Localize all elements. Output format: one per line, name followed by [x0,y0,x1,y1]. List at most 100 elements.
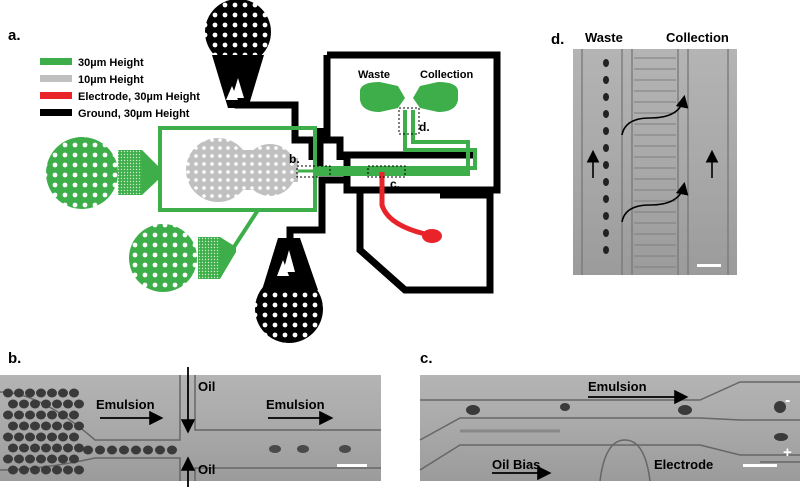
droplet [63,465,73,475]
droplet [52,421,62,431]
legend-swatch-red [40,92,72,99]
label-emulsion-c: Emulsion [588,379,647,394]
droplet [167,445,177,455]
gray-structure [186,138,298,202]
left-green-reservoir [46,137,160,209]
droplet [74,399,84,409]
pillar-ladder [634,57,676,268]
label-minus: - [785,392,790,409]
legend: 30µm Height 10µm Height Electrode, 30µm … [40,57,200,120]
droplet [83,445,93,455]
gray-neck [218,150,270,190]
droplets-b [3,388,177,475]
ground-loop-lower [356,190,494,294]
panel-b: b. Emulsion Oil Emulsion Oil [0,350,381,487]
droplet [41,421,51,431]
droplet [58,432,68,442]
droplet [63,443,73,453]
droplet [36,410,46,420]
green-waste-channel [315,110,470,176]
ground-box-left [323,55,344,160]
droplet [41,465,51,475]
droplet [30,399,40,409]
droplet [19,443,29,453]
droplet [95,445,105,455]
inset-box-b [296,165,331,178]
droplet [25,432,35,442]
flow-arrows-c [492,389,689,481]
droplet [107,445,117,455]
pillar-dot [603,76,609,84]
droplet [58,454,68,464]
lower-reservoir-filter [198,237,220,279]
pillar-dot [603,127,609,135]
bottom-funnel-tri-2 [277,260,289,276]
droplet [52,399,62,409]
droplet [19,465,29,475]
droplet [30,443,40,453]
panel-a-label: a. [8,27,21,44]
label-emulsion-left: Emulsion [96,397,155,412]
top-reservoir-circle [205,0,271,65]
scale-bar-c [743,464,777,467]
droplet [19,421,29,431]
droplet [143,445,153,455]
droplet [30,421,40,431]
droplets-right [269,445,351,453]
device-label-collection: Collection [420,69,473,81]
panel-d-collection: Collection [666,30,729,45]
droplet [41,399,51,409]
pillar-dot [603,246,609,254]
panel-d: d. Waste Collection [551,30,737,275]
outlet-pads: Waste Collection [358,69,473,112]
label-oil-top: Oil [198,379,215,394]
droplet [41,443,51,453]
droplet [47,410,57,420]
droplet [3,454,13,464]
legend-label-10um: 10µm Height [78,74,144,86]
droplet [14,432,24,442]
droplet [47,454,57,464]
scale-bar-b [337,464,367,467]
gray-outlet [268,158,298,182]
inset-label-c: c. [390,177,400,191]
micrograph-c [420,375,800,481]
droplet [69,432,79,442]
pillar-dot [603,195,609,203]
droplet [25,388,35,398]
bottom-funnel-tri-1 [283,250,295,272]
droplet [8,465,18,475]
flow-arrows-d [586,94,719,223]
label-electrode: Electrode [654,457,713,472]
waste-pad [360,82,405,112]
inset-label-d: d. [419,120,430,134]
droplet [36,388,46,398]
label-oil-bottom: Oil [198,462,215,477]
droplet [69,410,79,420]
panel-c: c. Emulsion Oil Bias Electrode - + [419,350,800,482]
droplet [36,454,46,464]
pillar-dot [603,144,609,152]
droplet [47,388,57,398]
droplet [3,432,13,442]
legend-swatch-black [40,109,72,116]
lower-reservoir-circle [129,224,197,292]
panel-c-label: c. [420,350,433,367]
droplet [74,465,84,475]
bottom-ground-reservoir [255,238,323,343]
legend-swatch-green [40,58,72,65]
channel-walls-c [419,381,800,482]
label-plus: + [783,444,792,461]
channel-walls-d [581,49,729,275]
bottom-reservoir-circle [255,275,323,343]
legend-label-ground: Ground, 30µm Height [78,108,190,120]
droplet [63,399,73,409]
pillar-dot [603,161,609,169]
device-label-waste: Waste [358,69,390,81]
droplet [8,399,18,409]
collection-pad [413,82,458,112]
pillar-dot [603,110,609,118]
ground-path-bottom [286,176,345,250]
droplet [69,388,79,398]
pillar-dot [603,212,609,220]
